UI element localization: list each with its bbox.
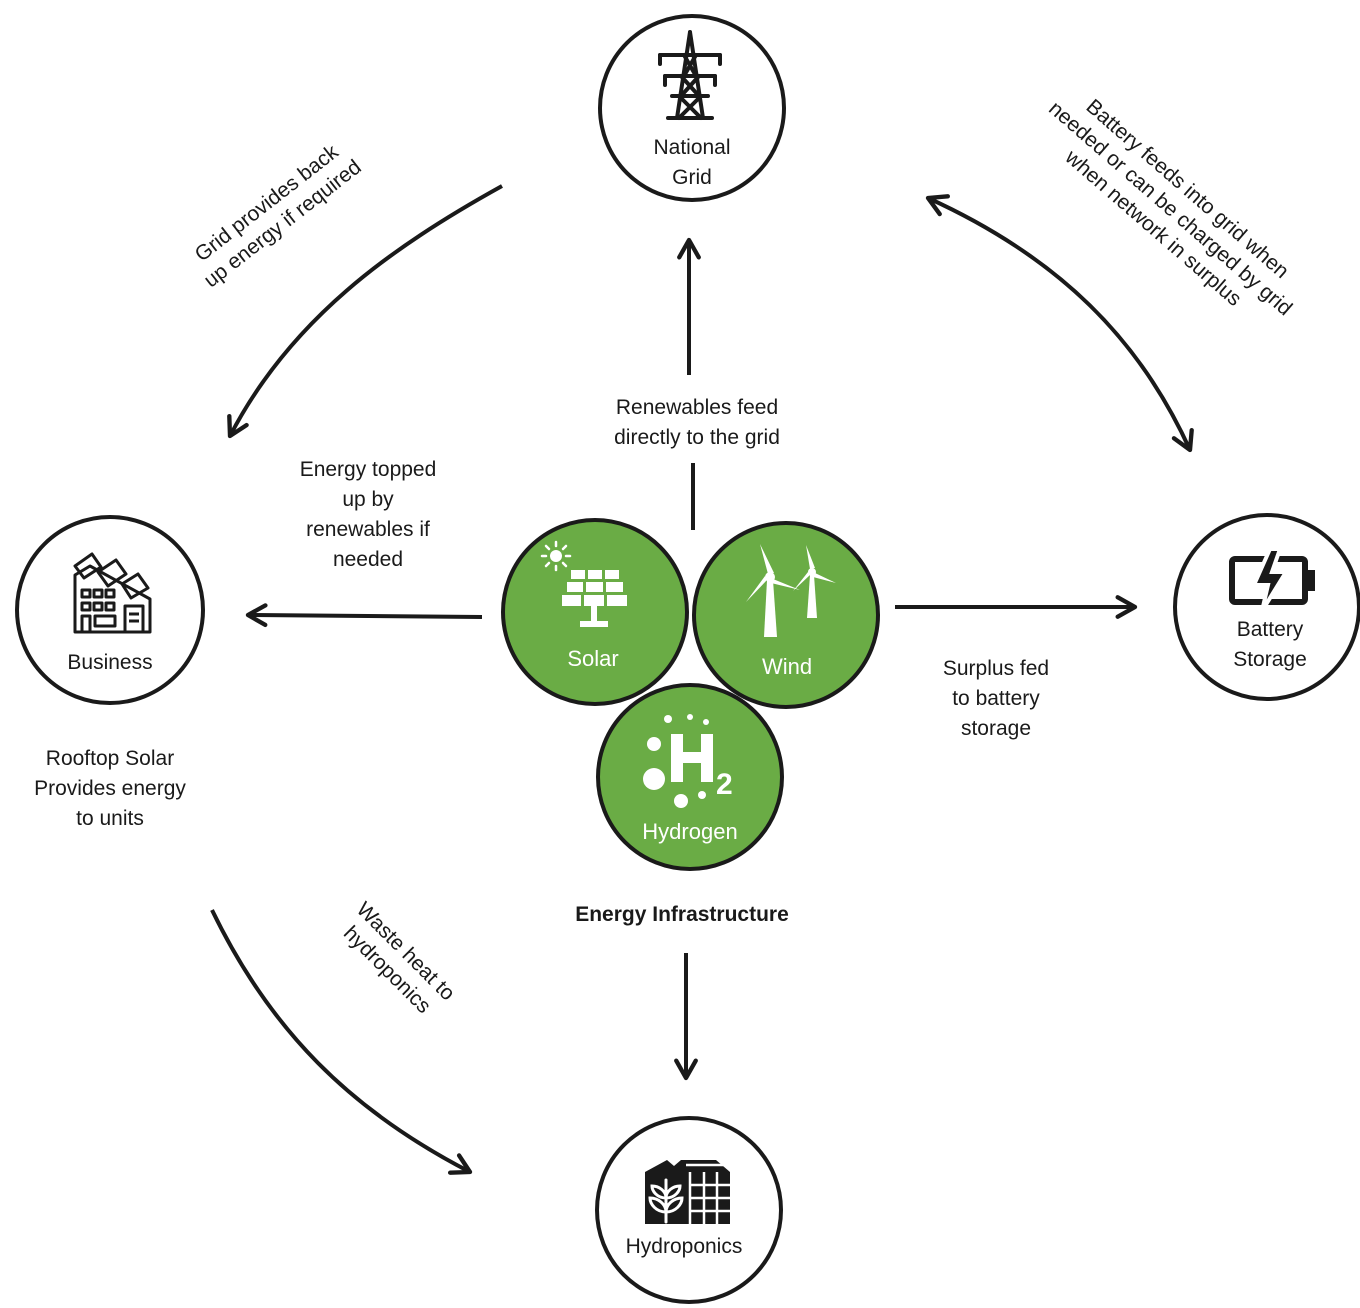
greenhouse-plant-icon bbox=[645, 1160, 730, 1224]
battery-storage-label: Battery Storage bbox=[1233, 618, 1307, 671]
hydrogen-node bbox=[596, 683, 784, 871]
solar-label: Solar bbox=[567, 646, 619, 671]
battery-charging-icon bbox=[1229, 547, 1315, 613]
surplus-to-battery-label: Surplus fed to battery storage bbox=[942, 657, 1050, 740]
battery-node bbox=[1173, 513, 1360, 701]
hydrogen-label: Hydrogen bbox=[642, 819, 738, 844]
battery-grid-arrow bbox=[925, 194, 1194, 453]
business-label: Business bbox=[67, 651, 153, 674]
waste-heat-arrow bbox=[210, 909, 473, 1175]
renewables-to-business-label: Energy topped up by renewables if needed bbox=[299, 458, 437, 571]
energy-infrastructure-title: Energy Infrastructure bbox=[575, 903, 789, 926]
factory-solar-roof-icon bbox=[73, 552, 152, 634]
wind-node bbox=[692, 521, 880, 709]
wind-turbine-icon bbox=[746, 544, 836, 637]
hydroponics-label: Hydroponics bbox=[625, 1235, 743, 1258]
grid-to-business-arrow bbox=[227, 184, 503, 439]
hydrogen-h2-icon: 2 bbox=[643, 714, 733, 808]
solar-panel-icon bbox=[540, 540, 627, 627]
national-grid-label: National Grid bbox=[653, 136, 731, 189]
transmission-tower-icon bbox=[658, 30, 722, 120]
svg-text:2: 2 bbox=[716, 768, 733, 801]
wind-label: Wind bbox=[761, 654, 813, 679]
renewables-to-business-arrow bbox=[245, 603, 483, 628]
rooftop-solar-label: Rooftop Solar Provides energy to units bbox=[34, 747, 186, 830]
renewables-to-grid-label: Renewables feed directly to the grid bbox=[614, 396, 780, 449]
